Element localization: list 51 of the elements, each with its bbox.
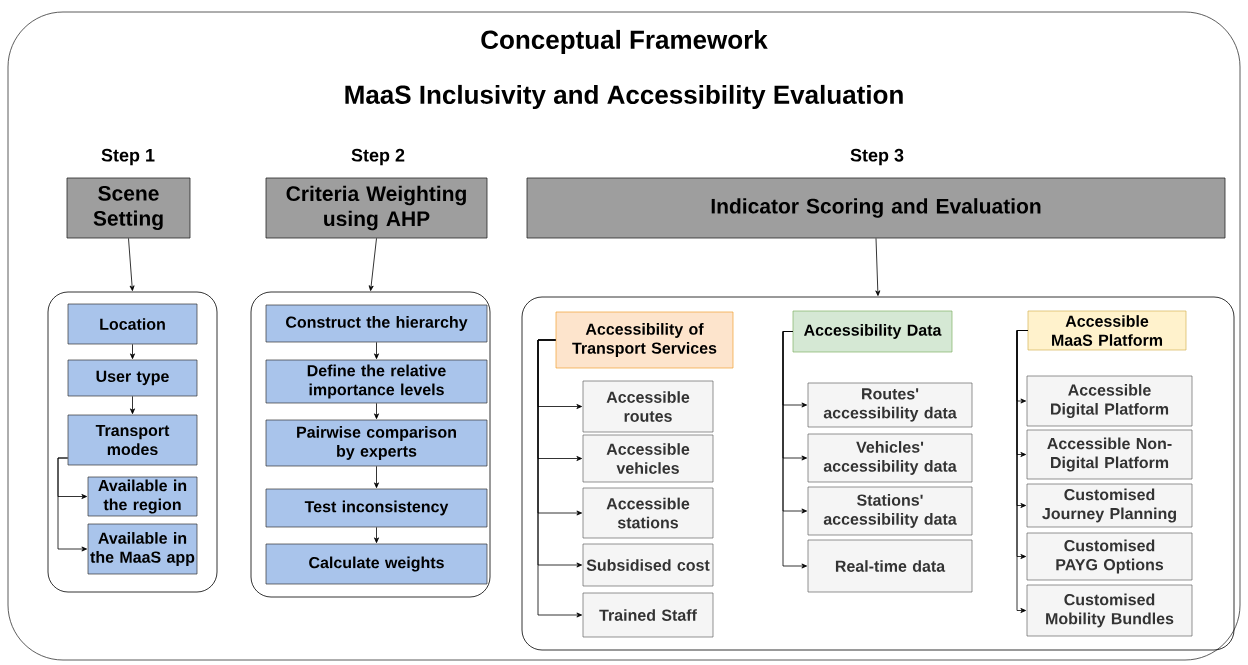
- category-box: Accessible MaaS Platform: [1027, 310, 1187, 351]
- process-box: Location: [67, 303, 198, 345]
- arrow: [374, 465, 379, 489]
- arrow: [537, 339, 583, 618]
- category-box: Accessibility Data: [792, 310, 953, 353]
- group-box: [250, 291, 491, 598]
- step-label: Step 1: [101, 148, 155, 166]
- arrow: [368, 238, 377, 291]
- indicator-box: Accessible Digital Platform: [1026, 375, 1193, 427]
- process-box: Calculate weights: [265, 543, 488, 585]
- indicator-box: Accessible vehicles: [582, 434, 714, 483]
- process-box: User type: [67, 359, 198, 397]
- indicator-box: Accessible stations: [582, 487, 714, 539]
- arrow: [875, 238, 881, 296]
- step-box: Indicator Scoring and Evaluation: [526, 177, 1226, 239]
- process-box: Pairwise comparison by experts: [265, 419, 488, 467]
- indicator-box: Subsidised cost: [582, 543, 714, 587]
- arrow: [57, 457, 88, 552]
- arrow: [782, 331, 808, 569]
- group-box: [47, 291, 218, 593]
- process-box: Transport modes: [67, 414, 198, 466]
- process-box: Available in the region: [87, 476, 198, 517]
- process-box: Construct the hierarchy: [265, 304, 488, 343]
- subtitle: MaaS Inclusivity and Accessibility Evaluation: [345, 84, 903, 110]
- indicator-box: Real-time data: [807, 539, 973, 593]
- step-box: Criteria Weighting using AHP: [265, 177, 488, 239]
- indicator-box: Customised PAYG Options: [1026, 532, 1193, 581]
- group-box: [521, 296, 1235, 651]
- arrow: [130, 395, 135, 415]
- arrow: [1016, 330, 1029, 613]
- indicator-box: Customised Journey Planning: [1026, 483, 1193, 528]
- title: Conceptual Framework: [481, 29, 768, 55]
- process-box: Test inconsistency: [265, 488, 488, 528]
- process-box: Define the relative importance levels: [265, 359, 488, 404]
- arrow: [374, 402, 379, 420]
- indicator-box: Stations' accessibility data: [807, 486, 973, 536]
- arrow: [374, 526, 379, 544]
- indicator-box: Accessible Non-Digital Platform: [1026, 429, 1193, 480]
- process-box: Available in the MaaS app: [87, 523, 198, 575]
- arrow: [130, 343, 135, 360]
- indicator-box: Vehicles' accessibility data: [807, 433, 973, 483]
- indicator-box: Routes' accessibility data: [807, 382, 973, 428]
- indicator-box: Accessible routes: [582, 380, 714, 433]
- step-box: Scene Setting: [66, 177, 191, 239]
- indicator-box: Customised Mobility Bundles: [1026, 584, 1193, 637]
- step-label: Step 2: [351, 148, 405, 166]
- step-label: Step 3: [850, 148, 904, 166]
- arrow: [128, 238, 135, 291]
- indicator-box: Trained Staff: [582, 592, 714, 638]
- arrow: [374, 341, 379, 360]
- category-box: Accessibility of Transport Services: [555, 311, 734, 369]
